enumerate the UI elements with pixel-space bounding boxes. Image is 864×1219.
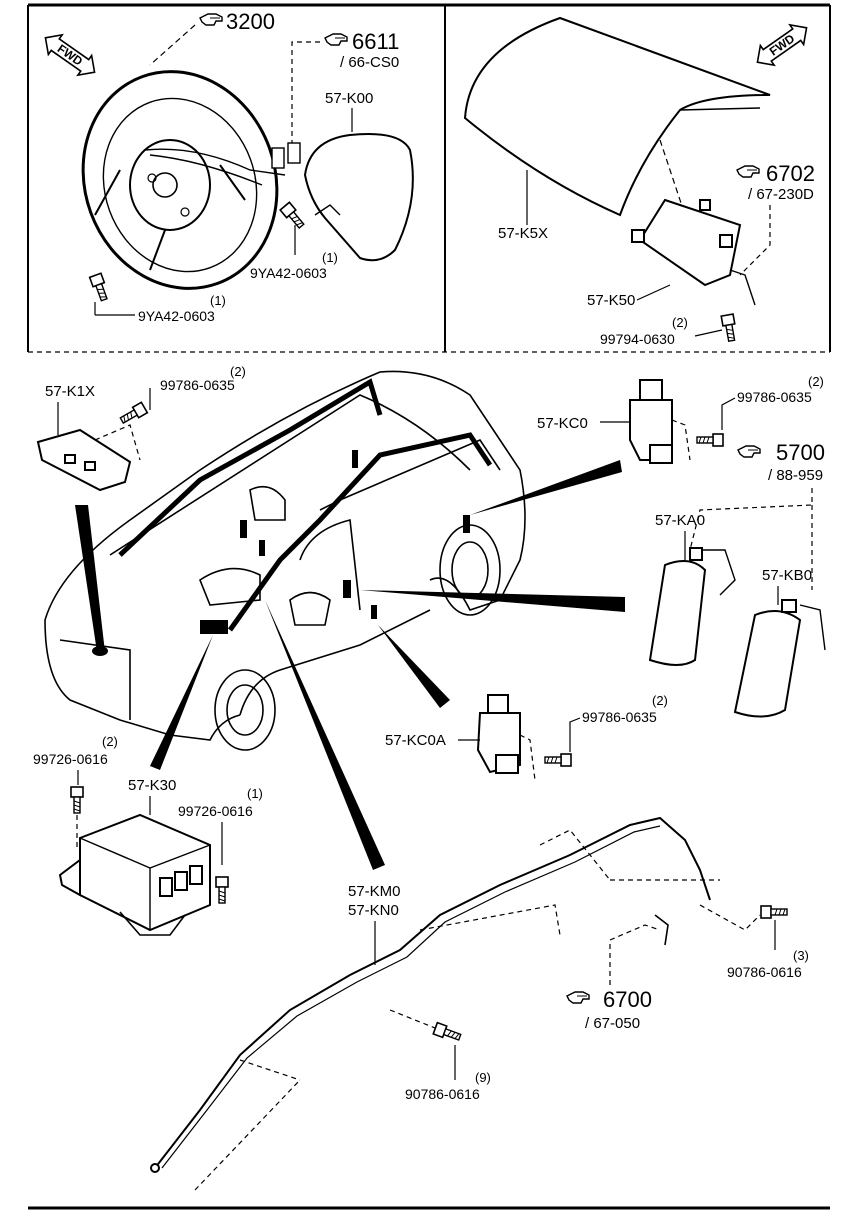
label-90786-0616-right: 90786-0616 [727,964,802,980]
qty-control-bolt-right: (1) [247,786,263,801]
ref-6611-sub: / 66-CS0 [340,54,399,71]
bolt-icon [696,433,724,447]
ref-hand-icon [736,165,760,178]
bolt-icon [760,905,788,919]
label-57-kc0: 57-KC0 [537,415,588,432]
leader-5700 [689,488,813,590]
leader-57-k50 [636,284,671,301]
fwd-arrow-left: FWD [44,33,96,77]
sensor-kc0 [629,379,673,464]
bolt-icon [118,401,149,427]
ref-6700: 6700 [603,987,652,1012]
label-90786-0616-bottom: 90786-0616 [405,1086,480,1102]
driver-airbag-module [303,133,414,262]
qty-bolt-lower: (1) [210,293,226,308]
bolt-icon [279,201,307,231]
label-57-kc0a: 57-KC0A [385,732,446,749]
label-99726-0616-right: 99726-0616 [178,803,253,819]
qty-k1x-bolt: (2) [230,364,246,379]
ref-6702: 6702 [766,161,815,186]
label-57-k1x: 57-K1X [45,383,95,400]
ref-6702-sub: / 67-230D [748,186,814,203]
label-99726-0616-left: 99726-0616 [33,751,108,767]
airbag-control-unit [58,813,211,936]
curtain-airbag-path [118,378,493,632]
label-57-ka0: 57-KA0 [655,512,705,529]
leader-3200 [149,24,196,66]
leader-99794 [694,329,723,337]
label-99786-0635-kc0: 99786-0635 [737,389,812,405]
qty-bolt-upper: (1) [322,250,338,265]
qty-99794: (2) [672,315,688,330]
label-9ya42-0603-lower: 9YA42-0603 [138,308,215,324]
car-body-drawing [44,370,526,751]
qty-kc0a-bolt: (2) [652,693,668,708]
leader-kc0-bolt [671,419,691,461]
bolt-icon [88,272,111,303]
qty-control-bolt-left: (2) [102,734,118,749]
bolt-icon [720,313,739,343]
curtain-airbag [150,816,711,1173]
pointer-wedges [75,460,625,870]
label-57-k30: 57-K30 [128,777,176,794]
bolt-icon [70,786,84,814]
steering-wheel-drawing [81,70,286,290]
label-57-kn0: 57-KN0 [348,902,399,919]
label-57-k50: 57-K50 [587,292,635,309]
qty-curtain-bolt-right: (3) [793,948,809,963]
fwd-arrow-right: FWD [756,23,808,67]
sensor-kc0a [476,694,521,774]
ref-5700: 5700 [776,440,825,465]
sensor-k1x [36,428,132,492]
label-57-k5x: 57-K5X [498,225,548,242]
bolt-icon [544,753,572,767]
leader-99786-kc0 [721,397,736,430]
qty-kc0-bolt: (2) [808,374,824,389]
side-airbag-ka0 [648,547,736,666]
ref-6611: 6611 [352,29,399,54]
curtain-mounting-guides [194,829,761,1191]
ref-3200: 3200 [226,9,275,34]
clock-spring-connector [271,142,301,169]
ref-6700-sub: / 67-050 [585,1015,640,1032]
ref-hand-icon [199,13,223,26]
label-57-k00: 57-K00 [325,90,373,107]
ref-hand-icon [324,33,348,46]
qty-curtain-bolt-bottom: (9) [475,1070,491,1085]
label-9ya42-0603-upper: 9YA42-0603 [250,265,327,281]
frame [27,3,831,1210]
label-99786-0635-k1x: 99786-0635 [160,377,235,393]
ref-hand-icon [737,445,761,458]
label-99786-0635-kc0a: 99786-0635 [582,709,657,725]
leader-kc0a-bolt [519,734,536,781]
label-57-km0: 57-KM0 [348,883,401,900]
leader-6702 [739,205,771,276]
side-airbag-kb0 [733,599,826,718]
bolt-icon [215,876,229,904]
leader-6700 [609,924,661,985]
label-99794-0630: 99794-0630 [600,331,675,347]
leader-99786-kc0a [569,717,581,752]
passenger-airbag-module [631,198,756,306]
label-57-kb0: 57-KB0 [762,567,812,584]
ref-hand-icon [566,991,590,1004]
bolt-icon [432,1021,463,1044]
sensor-markers [92,450,470,656]
dashboard-lid [463,16,771,217]
ref-5700-sub: / 88-959 [768,467,823,484]
leader-6611 [291,41,320,145]
curtain-clip [654,914,669,946]
leader-k1x-bolt [94,424,141,461]
